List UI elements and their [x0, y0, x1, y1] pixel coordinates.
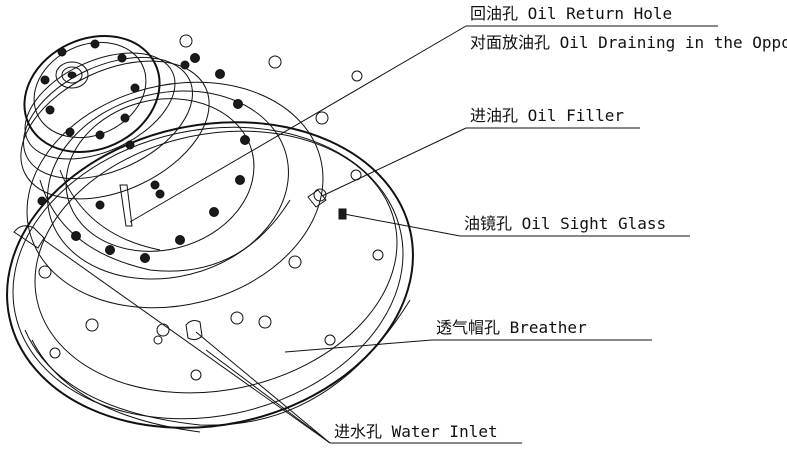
water-inlet-fitting — [13, 225, 45, 249]
top-cylinder — [20, 35, 210, 200]
central-shaft — [55, 61, 89, 89]
label-oil-sight: 油镜孔 Oil Sight Glass — [464, 214, 666, 233]
oil-filler-fitting — [307, 188, 327, 208]
middle-housing — [26, 81, 324, 309]
leader-lines — [43, 25, 718, 444]
cap-holes — [40, 39, 190, 190]
base-flange — [6, 121, 414, 433]
return-pipe — [119, 184, 133, 227]
flange-bolt-holes — [38, 34, 384, 381]
label-oil-filler: 进油孔 Oil Filler — [470, 106, 624, 125]
label-water-inlet: 进水孔 Water Inlet — [334, 422, 498, 441]
label-oil-return: 回油孔 Oil Return Hole — [470, 4, 672, 23]
housing-bolt-holes — [37, 53, 250, 263]
label-oil-drain: 对面放油孔 Oil Draining in the Opposite — [470, 33, 787, 52]
label-breather: 透气帽孔 Breather — [436, 318, 587, 337]
breather-fitting — [185, 320, 203, 341]
